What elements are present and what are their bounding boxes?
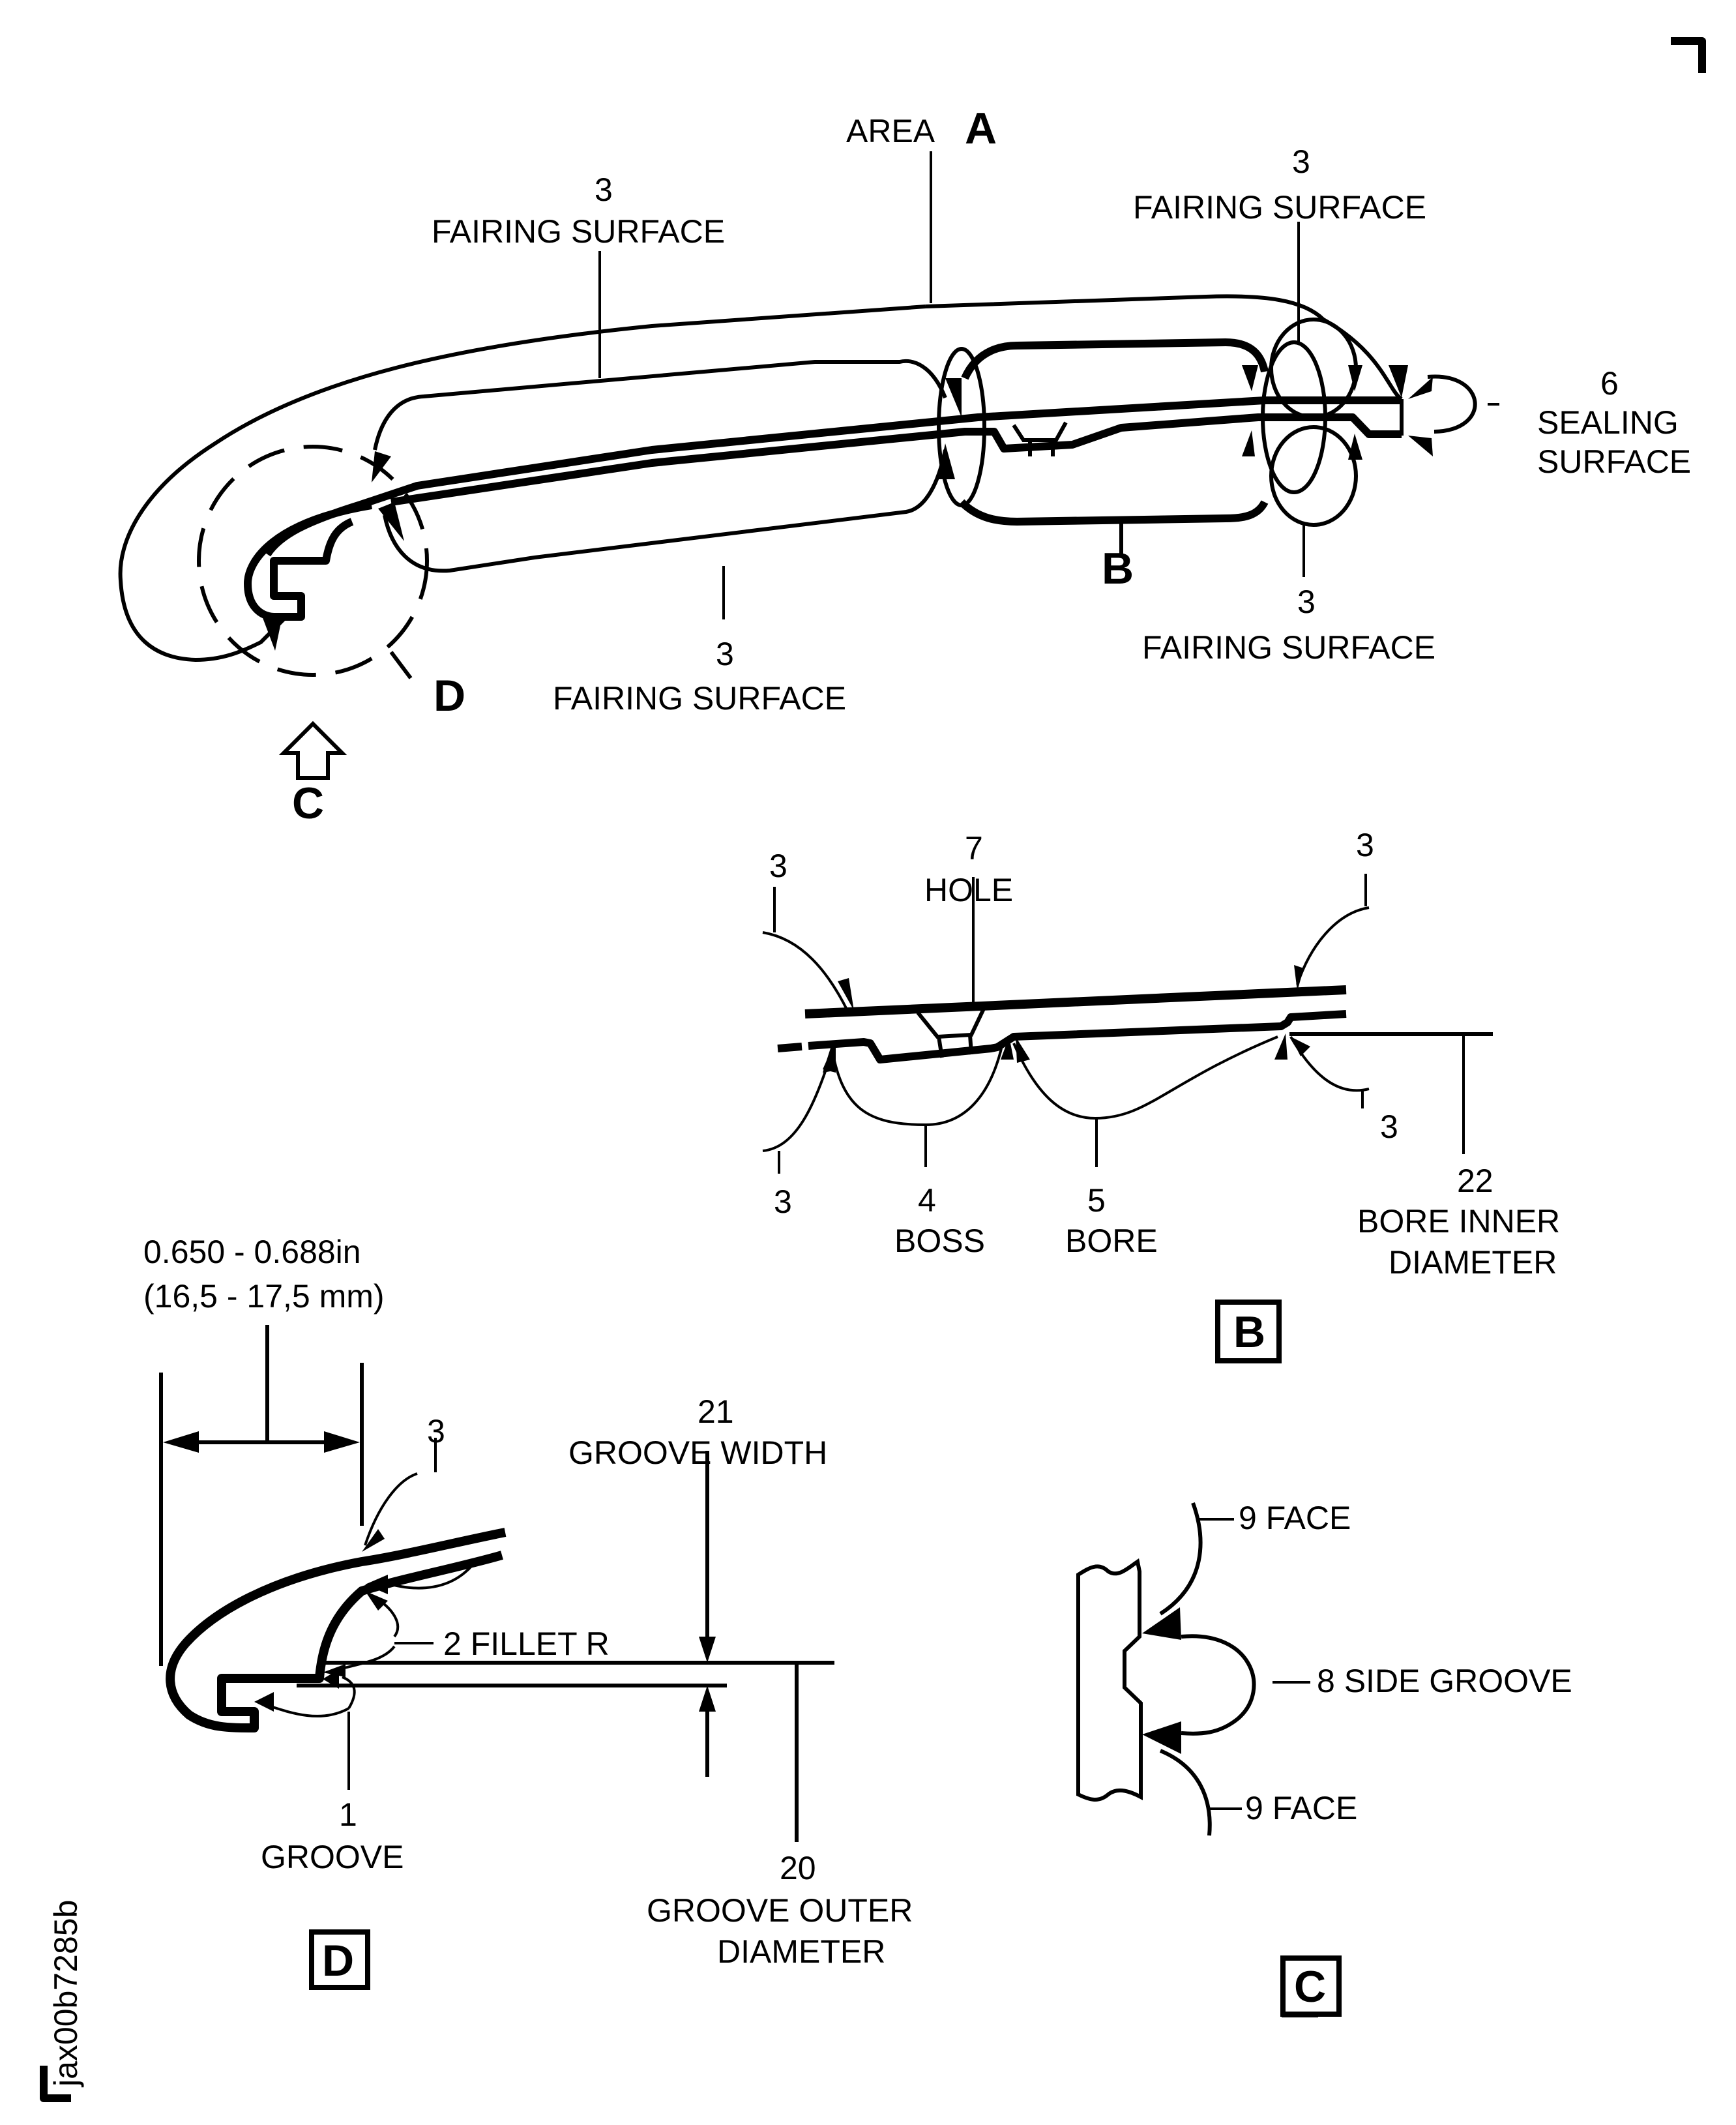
view-d-groove-width-text: GROOVE WIDTH xyxy=(568,1434,827,1471)
fairing-loop-bottom xyxy=(1269,425,1358,527)
fairing-arrow-right-top-2 xyxy=(1348,365,1362,391)
view-d-dimension-mm: (16,5 - 17,5 mm) xyxy=(143,1278,385,1315)
callout-fairing-top-left-num: 3 xyxy=(595,171,613,208)
callout-fairing-top-right-text: FAIRING SURFACE xyxy=(1133,189,1426,226)
detail-b-letter: B xyxy=(1102,544,1134,593)
callout-fairing-bottom-right-num: 3 xyxy=(1297,584,1316,620)
view-b-hole-num: 7 xyxy=(965,830,983,867)
view-c-letter: C xyxy=(292,779,324,828)
callout-fairing-top-right-num: 3 xyxy=(1292,143,1310,180)
view-d-tag: D xyxy=(322,1936,354,1985)
view-b-tag-box xyxy=(1215,1300,1282,1363)
view-c-side-groove: 8 SIDE GROOVE xyxy=(1317,1663,1572,1699)
fairing-outline-long xyxy=(373,359,947,573)
area-letter: A xyxy=(965,104,997,153)
view-c-tag: C xyxy=(1294,1962,1326,2012)
view-c-tag-frame-box xyxy=(1280,1955,1342,2017)
part-profile xyxy=(244,396,1404,621)
view-d-groove-od-num: 20 xyxy=(780,1850,816,1886)
detail-b-outline xyxy=(958,338,1269,526)
callout-fairing-top-left-text: FAIRING SURFACE xyxy=(432,213,725,250)
view-d-groove-num: 1 xyxy=(339,1796,357,1833)
view-d-dimension-in: 0.650 - 0.688in xyxy=(143,1234,361,1270)
view-b-ref-3-top-left: 3 xyxy=(769,848,787,884)
sealing-loop xyxy=(1427,374,1477,434)
view-b-ref-3-bottom-left: 3 xyxy=(774,1183,792,1220)
callout-sealing-num: 6 xyxy=(1600,365,1619,402)
view-d-ref-3: 3 xyxy=(427,1413,445,1449)
view-d-groove-width-num: 21 xyxy=(698,1393,734,1430)
view-d-groove-text: GROOVE xyxy=(261,1839,404,1875)
callout-sealing-line1: SEALING xyxy=(1537,404,1679,441)
view-b-boss-num: 4 xyxy=(918,1182,936,1219)
detail-d-letter: D xyxy=(434,671,465,721)
view-d-groove-od-line2: DIAMETER xyxy=(717,1933,885,1970)
fairing-circle-mid xyxy=(937,347,986,507)
area-a-arrow-left xyxy=(262,616,282,651)
area-label: AREA xyxy=(846,113,935,149)
side-groove-section xyxy=(1076,1558,1143,1802)
view-b-bore-id-line2: DIAMETER xyxy=(1389,1244,1557,1281)
view-d-groove-od-line1: GROOVE OUTER xyxy=(647,1892,913,1929)
sealing-arrow-top xyxy=(1408,377,1433,399)
fairing-arrow-mid-2 xyxy=(937,443,955,479)
callout-fairing-bottom-num: 3 xyxy=(716,636,734,672)
crop-mark-top-right xyxy=(1671,37,1706,73)
view-b-bore-num: 5 xyxy=(1087,1182,1106,1219)
fairing-arrow-right-bot-1 xyxy=(1242,430,1255,456)
view-b-ref-3-top-right: 3 xyxy=(1356,827,1374,863)
callout-fairing-bottom-text: FAIRING SURFACE xyxy=(553,680,846,717)
view-b-bore-id-num: 22 xyxy=(1457,1163,1493,1199)
view-b: 3 7 HOLE 3 3 3 4 BOSS 5 BORE 22 BORE INN… xyxy=(762,827,1560,1363)
view-d-tag-box xyxy=(309,1929,370,1990)
fairing-arrow-upper-left xyxy=(372,451,391,483)
view-b-boss-text: BOSS xyxy=(894,1223,985,1259)
callout-sealing-line2: SURFACE xyxy=(1537,443,1691,480)
callout-fairing-bottom-right-text: FAIRING SURFACE xyxy=(1142,629,1435,666)
fairing-arrow-right-bot-2 xyxy=(1348,434,1362,460)
view-d-fillet-r: 2 FILLET R xyxy=(443,1626,610,1662)
groove-profile xyxy=(166,1528,507,1732)
view-b-hole-text: HOLE xyxy=(924,872,1013,908)
crop-mark-bottom-left xyxy=(40,2066,71,2102)
view-b-bore-id-line1: BORE INNER xyxy=(1357,1203,1560,1240)
main-view: B D C AREA A 3 FAIRING SURFACE 3 F xyxy=(118,104,1691,828)
area-a-outline xyxy=(118,294,1403,662)
view-c-arrow-icon xyxy=(278,721,347,780)
view-c-face-bottom: 9 FACE xyxy=(1245,1790,1357,1826)
view-b-tag: B xyxy=(1233,1307,1265,1357)
fairing-arrow-right-top-1 xyxy=(1242,365,1258,391)
area-a-arrow-right xyxy=(1389,365,1408,398)
view-c-face-top: 9 FACE xyxy=(1239,1500,1351,1536)
view-b-bore-text: BORE xyxy=(1065,1223,1158,1259)
fairing-arrow-lower-left xyxy=(378,502,404,541)
view-b-ref-3-bottom-right: 3 xyxy=(1380,1108,1398,1145)
figure-id: jax00b7285b xyxy=(48,1900,84,2088)
fairing-arrow-mid-1 xyxy=(945,378,962,417)
view-d: 0.650 - 0.688in (16,5 - 17,5 mm) 3 2 FIL… xyxy=(143,1234,913,1990)
view-c: 9 FACE 8 SIDE GROOVE 9 FACE xyxy=(1076,1500,1572,2017)
detail-d-circle xyxy=(197,445,429,677)
sealing-arrow-bottom xyxy=(1408,436,1433,456)
